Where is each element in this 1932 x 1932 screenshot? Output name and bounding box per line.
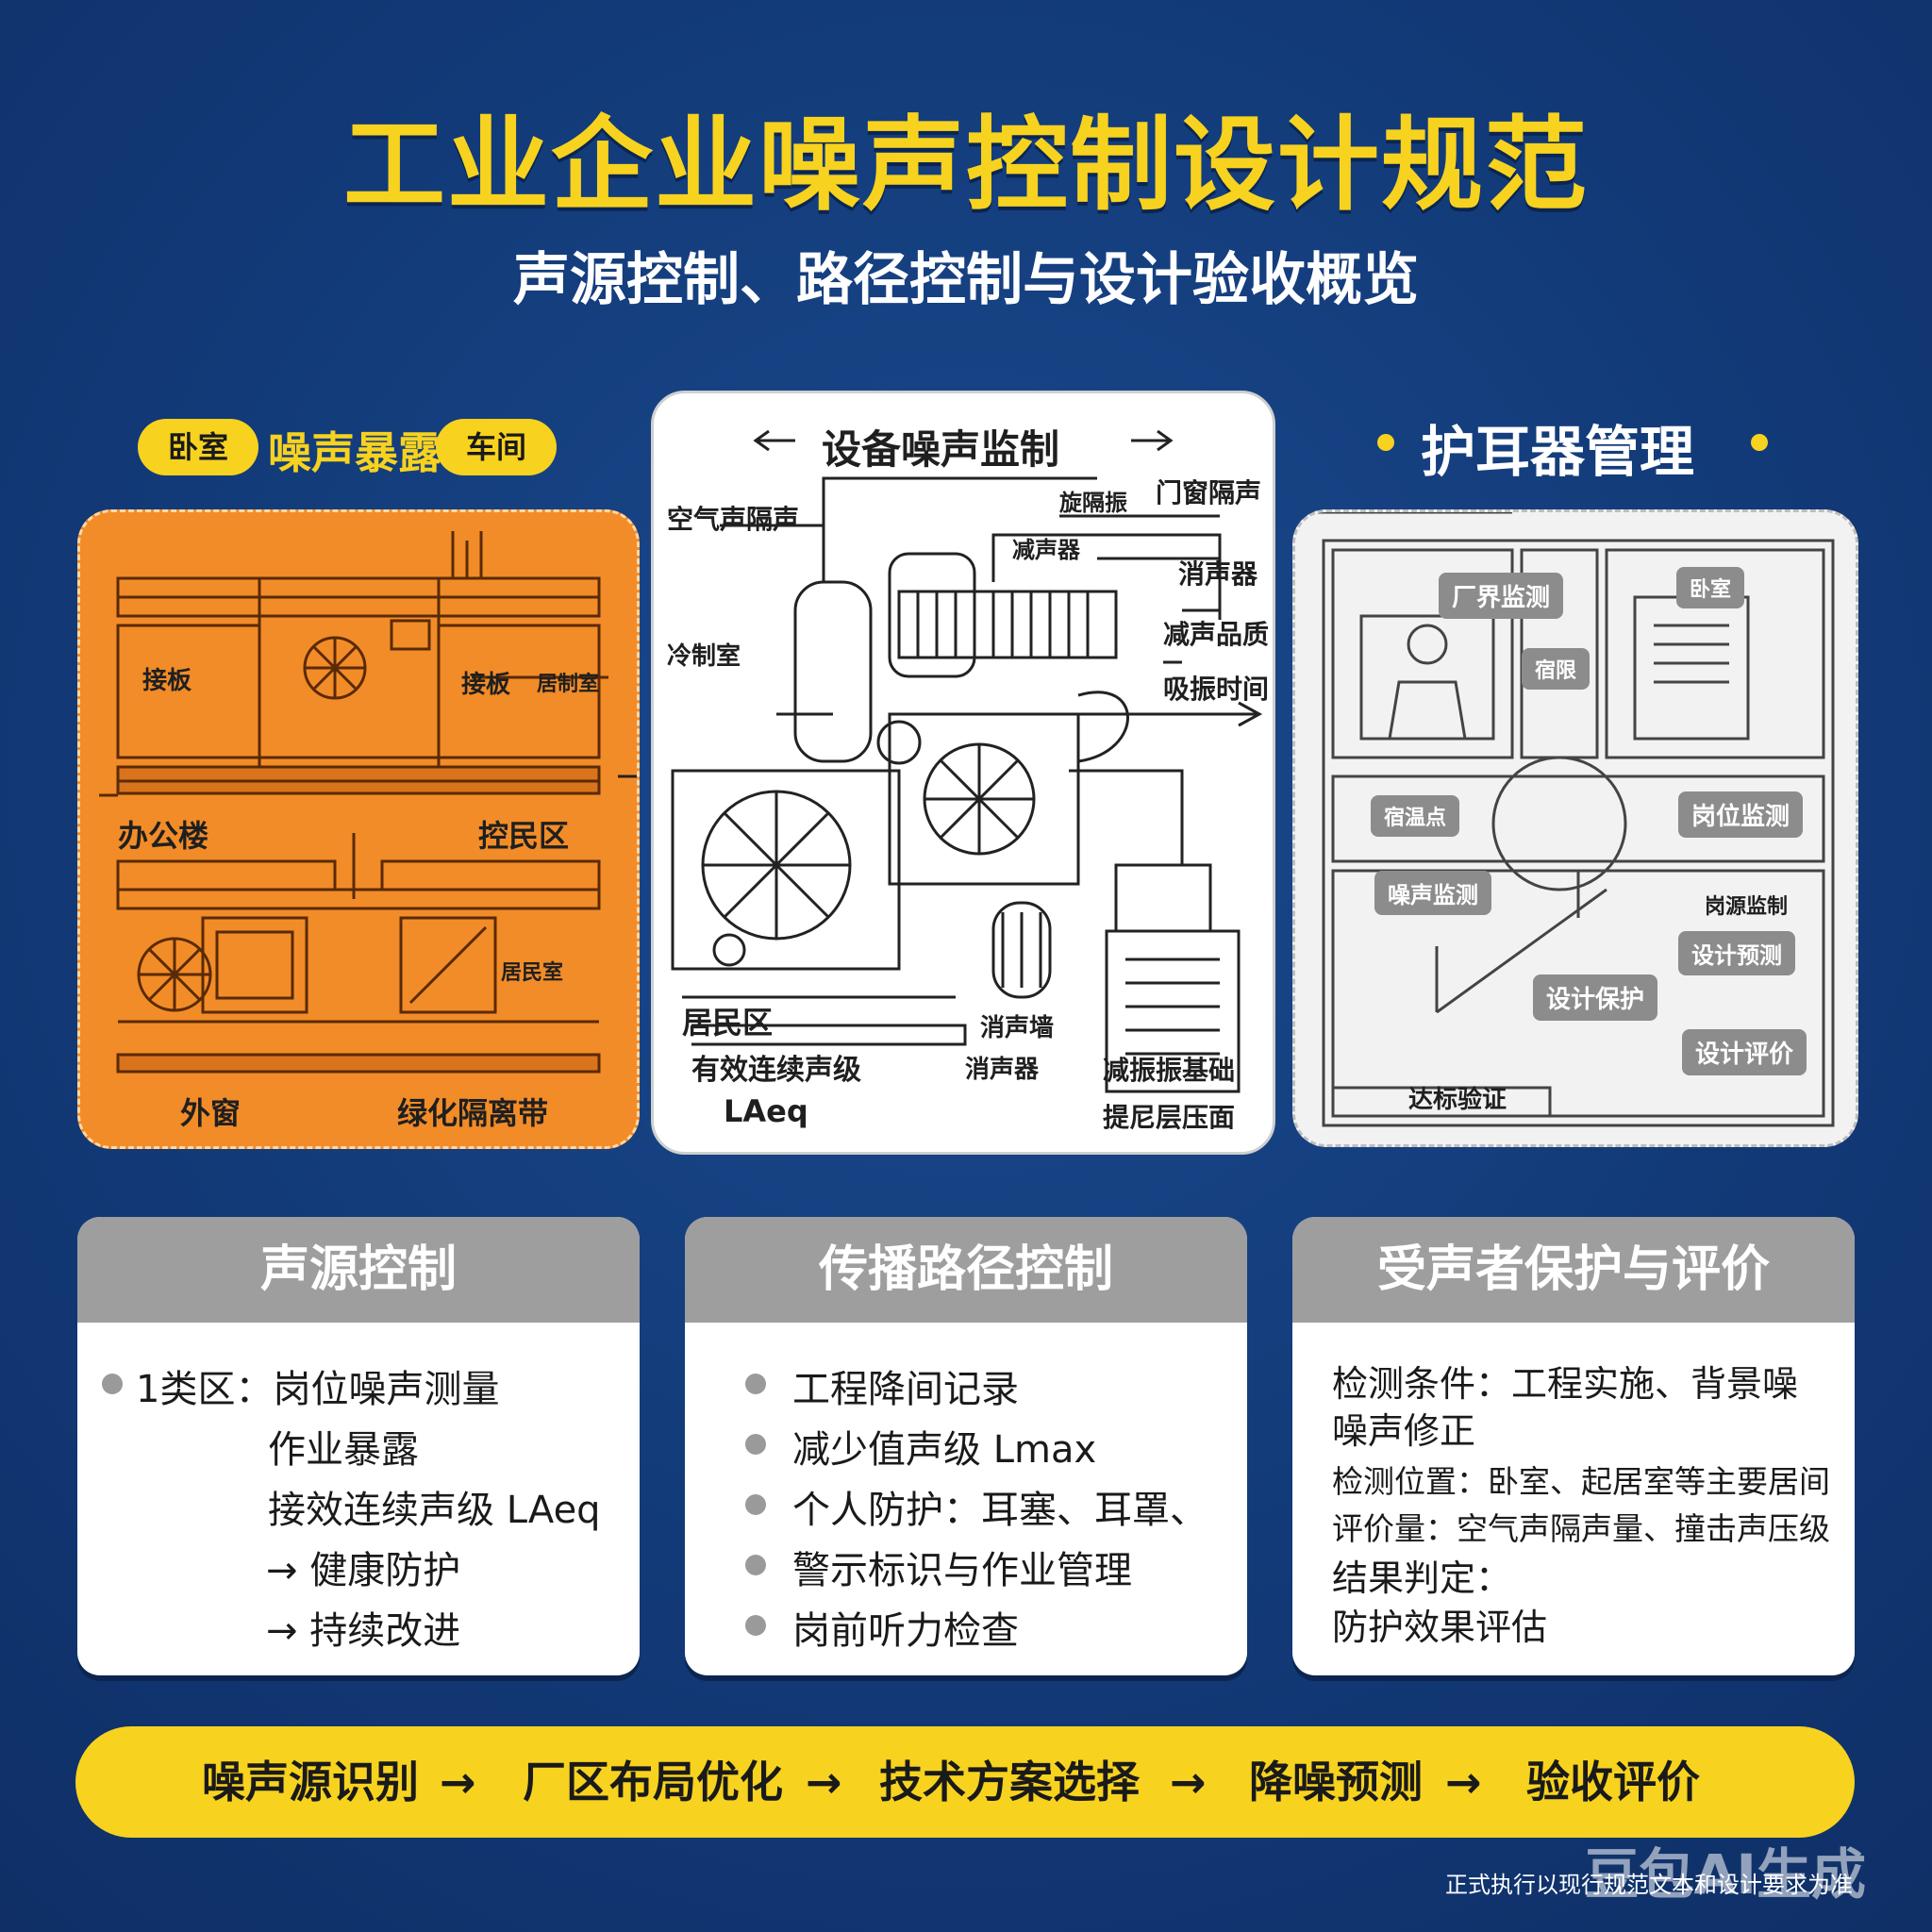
bullet-icon [745, 1615, 766, 1636]
card-line: → 持续改进 [266, 1609, 461, 1653]
card-line: 工程降间记录 [792, 1368, 1019, 1411]
card-line: 接效连续声级 LAeq [268, 1489, 601, 1532]
label-control-zone: 控民区 [478, 818, 570, 854]
label-silencer: 消声器 [1178, 558, 1258, 590]
tag-post-monitoring: 岗位监测 [1678, 791, 1804, 838]
flow-arrow-icon: → [1170, 1757, 1207, 1807]
label-absorption-time: 吸振时间 [1163, 674, 1270, 705]
label-silencer-arrow: 消声器 [965, 1056, 1040, 1084]
tag-design-prediction: 设计预测 [1678, 931, 1795, 975]
page-title: 工业企业噪声控制设计规范 [342, 107, 1589, 225]
card-line: 防护效果评估 [1332, 1607, 1548, 1648]
label-resident-room: 居民室 [501, 961, 564, 985]
bullet-icon [745, 1555, 766, 1575]
label-damping-layer: 提尼层压面 [1103, 1102, 1236, 1133]
label-green-belt: 绿化隔离带 [397, 1095, 549, 1131]
tag-dorm-point: 宿温点 [1371, 795, 1460, 837]
equipment-noise-panel: 设备噪声监制 空气声隔声 旋隔振 门窗隔声 减声器 消声器 减声品质 冷制室 吸… [651, 391, 1275, 1155]
right-panel-label: 护耳器管理 [1421, 420, 1695, 484]
tag-design-evaluation: 设计评价 [1682, 1029, 1807, 1075]
label-laeq: LAeq [724, 1093, 808, 1129]
bullet-dot-left [1377, 434, 1394, 451]
card-source-control: 声源控制 1类区：岗位噪声测量 作业暴露 接效连续声级 LAeq → 健康防护 … [77, 1217, 640, 1675]
flow-step: 厂区布局优化 [523, 1757, 783, 1807]
label-cooling-room: 冷制室 [667, 642, 741, 671]
card-title: 受声者保护与评价 [1292, 1217, 1855, 1323]
bullet-dot-right [1751, 434, 1768, 451]
card-line: 个人防护：耳塞、耳罩、 [792, 1489, 1208, 1532]
process-flow-bar: 噪声源识别 → 厂区布局优化 → 技术方案选择 → 降噪预测 → 验收评价 [75, 1726, 1855, 1838]
watermark: 豆包AI生成 [1584, 1842, 1866, 1907]
card-line: 作业暴露 [268, 1428, 419, 1472]
label-office: 办公楼 [118, 818, 209, 854]
card-title: 声源控制 [77, 1217, 640, 1323]
page-subtitle: 声源控制、路径控制与设计验收概览 [513, 247, 1419, 313]
tag-design-protection: 设计保护 [1533, 974, 1658, 1021]
label-control-room: 居制室 [537, 673, 600, 696]
label-airborne-insulation: 空气声隔声 [667, 504, 800, 535]
card-line: 1类区：岗位噪声测量 [136, 1368, 500, 1411]
card-line: 评价量：空气声隔声量、撞击声压级 [1332, 1510, 1830, 1547]
card-line: → 健康防护 [266, 1549, 461, 1592]
card-line: 结果判定： [1332, 1557, 1512, 1599]
building-sketch [99, 531, 637, 1074]
bullet-icon [102, 1374, 123, 1394]
label-vibration-base: 减振振基础 [1103, 1055, 1236, 1086]
card-line: 岗前听力检查 [792, 1609, 1019, 1653]
card-line: 检测位置：卧室、起居室等主要居间 [1332, 1463, 1830, 1500]
left-panel-label: 噪声暴露 [268, 427, 441, 478]
label-board-2: 接板 [461, 671, 511, 699]
bullet-icon [745, 1494, 766, 1515]
label-board-1: 接板 [142, 667, 192, 695]
footer-note: 正式执行以现行规范文本和设计要求为准 [1445, 1872, 1853, 1898]
card-line: 噪声修正 [1332, 1410, 1476, 1452]
flow-step: 技术方案选择 [879, 1757, 1140, 1807]
label-window: 外窗 [180, 1095, 242, 1131]
flow-arrow-icon: → [440, 1757, 476, 1807]
bullet-icon [745, 1374, 766, 1394]
tag-noise-monitoring: 噪声监测 [1374, 871, 1491, 915]
center-panel-title: 设备噪声监制 [822, 426, 1060, 473]
card-line: 检测条件：工程实施、背景噪 [1332, 1363, 1799, 1405]
label-sound-quality: 减声品质 [1163, 619, 1270, 650]
label-reducer: 减声器 [1012, 537, 1080, 563]
tag-compliance-verification: 达标验证 [1408, 1086, 1507, 1114]
label-vibration: 旋隔振 [1059, 490, 1127, 516]
card-receiver-protection: 受声者保护与评价 检测条件：工程实施、背景噪 噪声修正 检测位置：卧室、起居室等… [1292, 1217, 1855, 1675]
flow-step: 降噪预测 [1249, 1757, 1423, 1807]
tag-bedroom: 卧室 [1676, 567, 1745, 608]
tag-source-control: 岗源监制 [1705, 895, 1789, 919]
tag-boundary-monitoring: 厂界监测 [1439, 573, 1564, 619]
card-title: 传播路径控制 [685, 1217, 1247, 1323]
pill-workshop: 车间 [436, 419, 557, 475]
card-line: 减少值声级 Lmax [792, 1428, 1097, 1472]
flow-step: 验收评价 [1526, 1757, 1700, 1807]
bullet-icon [745, 1434, 766, 1455]
label-window-insulation: 门窗隔声 [1156, 477, 1262, 508]
label-laeq-title: 有效连续声级 [691, 1054, 861, 1087]
tag-dorm-limit: 宿限 [1522, 648, 1591, 690]
label-sound-wall: 消声墙 [980, 1014, 1055, 1042]
pill-bedroom: 卧室 [138, 419, 258, 475]
flow-arrow-icon: → [806, 1757, 842, 1807]
card-path-control: 传播路径控制 工程降间记录 减少值声级 Lmax 个人防护：耳塞、耳罩、 警示标… [685, 1217, 1247, 1675]
noise-exposure-panel: 接板 接板 居制室 办公楼 控民区 居民室 外窗 绿化隔离带 [77, 509, 640, 1149]
label-residential-area: 居民区 [682, 1005, 774, 1041]
card-line: 警示标识与作业管理 [792, 1549, 1132, 1592]
flow-step: 噪声源识别 [202, 1757, 419, 1807]
ear-protection-panel: 厂界监测 卧室 宿限 宿温点 岗位监测 噪声监测 岗源监制 设计预测 设计保护 … [1292, 509, 1858, 1147]
flow-arrow-icon: → [1445, 1757, 1482, 1807]
equipment-sketch [671, 429, 1263, 1093]
